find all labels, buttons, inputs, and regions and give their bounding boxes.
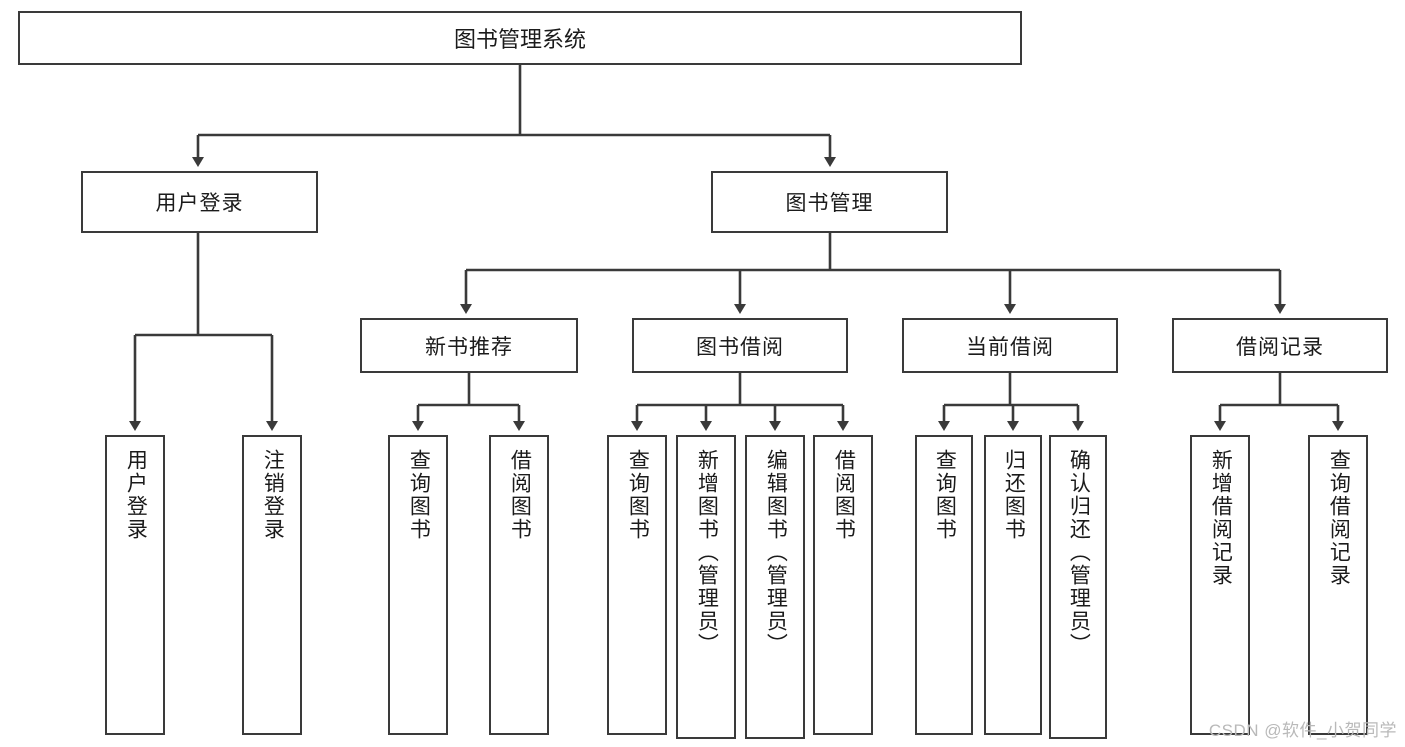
node-label: 借阅记录 — [1236, 335, 1324, 359]
node-label: 借阅图书 — [832, 449, 856, 541]
node-book-borrow[interactable]: 图书借阅 — [632, 318, 848, 373]
node-label: 当前借阅 — [966, 335, 1054, 359]
node-label: 查询图书 — [933, 449, 957, 541]
node-user-login[interactable]: 用户登录 — [81, 171, 318, 233]
node-borrow-record[interactable]: 借阅记录 — [1172, 318, 1388, 373]
node-label: 借阅图书 — [508, 449, 532, 541]
node-label: 编辑图书（管理员） — [764, 449, 788, 656]
node-label: 图书借阅 — [696, 335, 784, 359]
leaf-add-book-admin[interactable]: 新增图书（管理员） — [676, 435, 736, 739]
leaf-return-book[interactable]: 归还图书 — [984, 435, 1042, 735]
leaf-query-book-recommend[interactable]: 查询图书 — [388, 435, 448, 735]
node-label: 图书管理 — [785, 192, 874, 215]
leaf-logout[interactable]: 注销登录 — [242, 435, 302, 735]
leaf-borrow-book[interactable]: 借阅图书 — [813, 435, 873, 735]
node-book-management[interactable]: 图书管理 — [711, 171, 948, 233]
node-label: 新增图书（管理员） — [695, 449, 719, 656]
csdn-watermark: CSDN @软件_小贺同学 — [1208, 721, 1397, 740]
node-label: 查询图书 — [626, 449, 650, 541]
node-label: 确认归还（管理员） — [1067, 449, 1091, 656]
node-label: 用户登录 — [155, 192, 244, 215]
leaf-query-book-borrow[interactable]: 查询图书 — [607, 435, 667, 735]
leaf-borrow-book-recommend[interactable]: 借阅图书 — [489, 435, 549, 735]
leaf-add-borrow-record[interactable]: 新增借阅记录 — [1190, 435, 1250, 735]
node-label: 图书管理系统 — [453, 27, 586, 52]
node-label: 新增借阅记录 — [1209, 449, 1233, 587]
leaf-query-borrow-record[interactable]: 查询借阅记录 — [1308, 435, 1368, 735]
leaf-query-book-current[interactable]: 查询图书 — [915, 435, 973, 735]
node-label: 注销登录 — [261, 449, 285, 541]
node-label: 查询借阅记录 — [1327, 449, 1351, 587]
leaf-edit-book-admin[interactable]: 编辑图书（管理员） — [745, 435, 805, 739]
node-label: 查询图书 — [407, 449, 431, 541]
node-new-book-recommend[interactable]: 新书推荐 — [360, 318, 578, 373]
leaf-confirm-return-admin[interactable]: 确认归还（管理员） — [1049, 435, 1107, 739]
leaf-user-login[interactable]: 用户登录 — [105, 435, 165, 735]
node-label: 用户登录 — [124, 449, 148, 541]
node-label: 归还图书 — [1002, 449, 1026, 541]
node-label: 新书推荐 — [425, 335, 513, 359]
node-current-borrow[interactable]: 当前借阅 — [902, 318, 1118, 373]
node-root-system[interactable]: 图书管理系统 — [18, 11, 1022, 65]
